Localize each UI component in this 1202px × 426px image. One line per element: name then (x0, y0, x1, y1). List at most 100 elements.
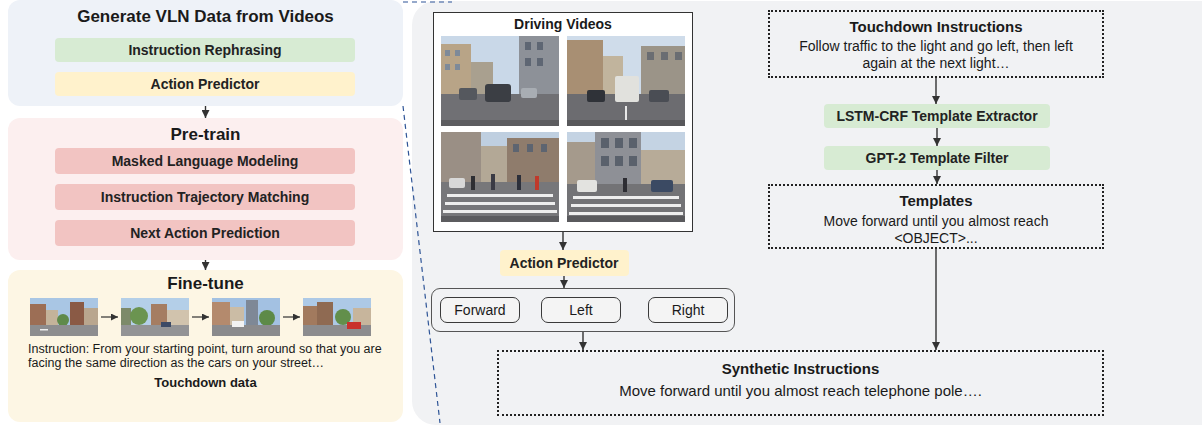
panorama-strip (121, 298, 189, 336)
driving-video-frames (445, 202, 555, 205)
panorama-strip (30, 298, 98, 336)
video-box: Driving Videos (433, 12, 693, 232)
driving-video-frames (567, 132, 685, 222)
model-box: LSTM-CRF Template Extractor (824, 104, 1050, 128)
panorama-strip (121, 298, 189, 336)
box-label: Action Predictor (510, 255, 619, 272)
panorama-strip (303, 306, 317, 326)
flow-arrow (582, 332, 583, 350)
driving-video-frames (567, 132, 685, 222)
driving-video-frames (441, 120, 559, 126)
driving-video-frames (601, 138, 609, 148)
driving-video-frames (525, 42, 531, 50)
box-label: Forward (454, 302, 505, 319)
driving-video-frames (567, 120, 685, 126)
model-box: GPT-2 Template Filter (824, 146, 1050, 170)
data-box: TemplatesMove forward until you almost r… (768, 184, 1104, 249)
driving-video-frames (571, 204, 681, 207)
panorama-strip (212, 325, 280, 336)
sequence-arrow (192, 316, 209, 317)
driving-video-frames (573, 196, 679, 199)
driving-video-frames (507, 138, 559, 184)
driving-video-frames (535, 176, 539, 190)
box-text: Touchdown data (22, 375, 389, 391)
box-text: Instruction: From your starting point, t… (22, 342, 389, 370)
panorama-strip (121, 325, 189, 336)
panorama-strip (30, 304, 46, 326)
driving-video-frames (629, 156, 637, 166)
video-frame-fill (433, 12, 693, 232)
flow-arrow (562, 232, 563, 250)
driving-video-frames (567, 36, 685, 126)
driving-video-frames (491, 174, 495, 190)
driving-video-frames (541, 144, 547, 152)
box-label: Pre-train (22, 125, 389, 145)
driving-video-frames (519, 36, 559, 96)
sequence-arrow (101, 316, 118, 317)
driving-video-frames (527, 144, 533, 152)
driving-video-frames (441, 132, 559, 222)
panorama-strip (347, 322, 361, 329)
driving-video-frames (567, 36, 685, 126)
box-label: Right (672, 302, 705, 319)
driving-video-frames (647, 52, 654, 60)
zoom-line (403, 1, 452, 2)
panorama-strip (317, 302, 333, 326)
driving-video-frames (455, 64, 460, 70)
driving-video-frames (569, 212, 683, 215)
driving-video-frames (441, 216, 559, 222)
driving-video-frames (651, 180, 673, 192)
driving-video-frames (441, 36, 685, 222)
panorama-strip (232, 321, 244, 327)
driving-video-frames (601, 156, 609, 166)
driving-video-frames (441, 36, 559, 126)
driving-video-frames (615, 76, 639, 102)
panorama-strip (40, 329, 48, 331)
panorama-strip (259, 310, 275, 326)
panorama-strip (30, 298, 371, 336)
panorama-strip (121, 308, 131, 326)
driving-video-frames (567, 216, 685, 222)
panorama-strip (212, 302, 230, 326)
driving-video-frames (441, 132, 559, 222)
driving-video-frames (661, 52, 668, 60)
panorama-strip (246, 300, 258, 326)
box-label: Next Action Prediction (130, 225, 280, 242)
driving-video-frames (623, 178, 627, 192)
box-label: Instruction Trajectory Matching (101, 189, 309, 206)
panorama-strip (57, 314, 69, 326)
box-label: Action Predictor (151, 76, 260, 93)
flow-arrow (935, 249, 936, 350)
driving-video-frames (595, 132, 641, 186)
driving-video-frames (525, 58, 531, 66)
driving-video-frames (587, 90, 605, 102)
action-button: Left (541, 297, 621, 323)
driving-video-frames (445, 50, 450, 56)
box-label: Masked Language Modeling (112, 153, 299, 170)
finetune-fill (8, 270, 403, 422)
action-group: Forward Left Right (431, 288, 735, 332)
box-label: Instruction Rephrasing (128, 42, 281, 59)
panorama-strip (212, 298, 280, 336)
box-label: Templates (784, 192, 1088, 210)
driving-video-frames (443, 210, 557, 213)
box-label: Synthetic Instructions (513, 360, 1088, 378)
driving-video-frames (447, 194, 553, 197)
panorama-strip (130, 307, 148, 325)
flow-arrow (936, 170, 937, 184)
box-text: Move forward until you almost reach tele… (513, 382, 1088, 400)
driving-video-frames (675, 52, 682, 60)
panorama-strip (303, 298, 371, 336)
panorama-strip (303, 298, 371, 336)
process-bar: Instruction Rephrasing (55, 38, 355, 62)
flow-arrow (935, 78, 936, 104)
driving-video-frames (537, 58, 543, 66)
task-bar: Instruction Trajectory Matching (55, 184, 355, 210)
stage-box: Pre-trainMasked Language ModelingInstruc… (8, 118, 403, 260)
stage-box: Fine-tuneInstruction: From your starting… (8, 270, 403, 422)
driving-video-frames (615, 138, 623, 148)
model-box: Action Predictor (500, 250, 629, 276)
panorama-strip (46, 310, 58, 326)
action-button: Right (648, 297, 728, 323)
